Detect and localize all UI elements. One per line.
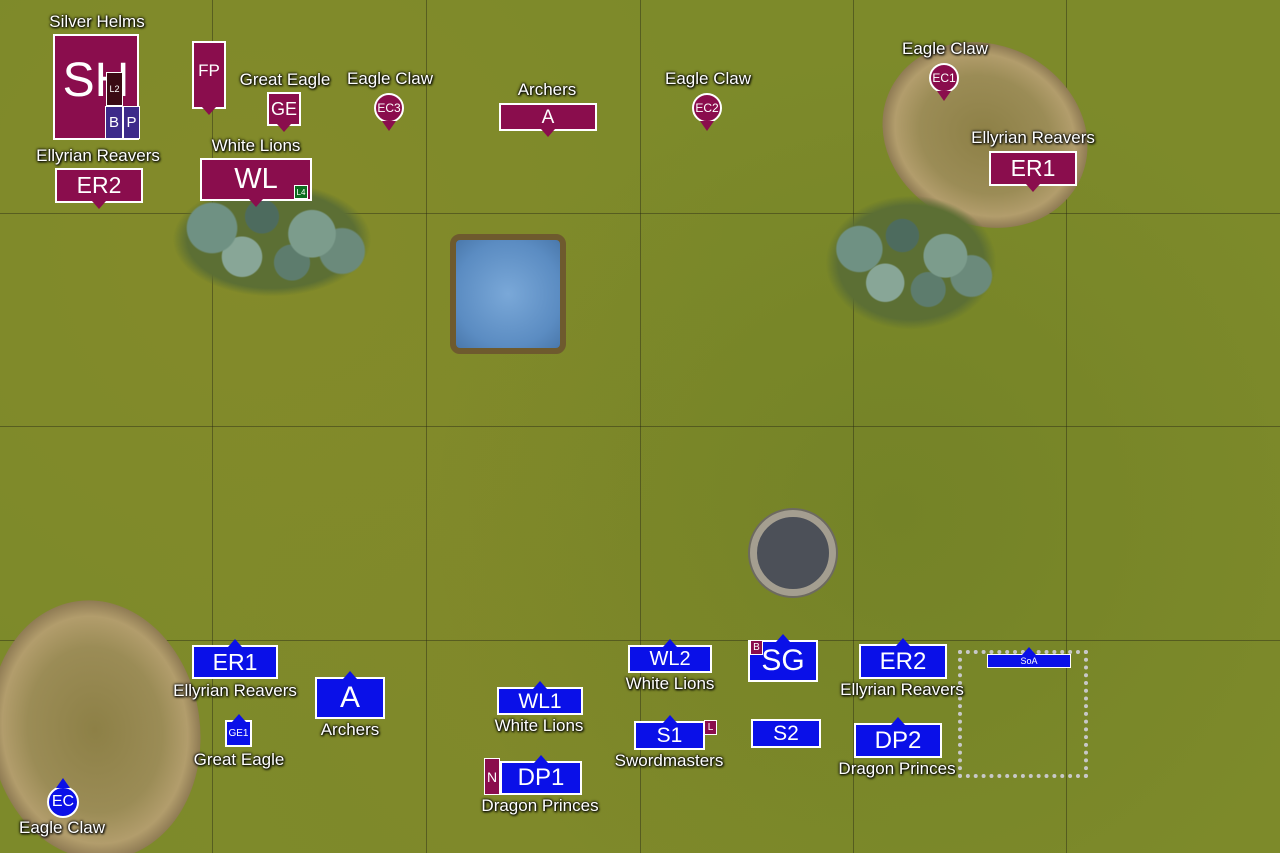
red-white-lions-code: WL (234, 163, 278, 195)
red-fp-code: FP (198, 60, 220, 80)
blue-archers-label: Archers (320, 720, 380, 739)
red-ellyrian-reavers-1-code: ER1 (1010, 155, 1056, 181)
chip-text: N (486, 768, 498, 785)
blue-eagle-claw-label: Eagle Claw (19, 818, 105, 837)
blue-dragon-princes-1-unit[interactable]: DP1 (500, 761, 582, 795)
chip-text: B (108, 114, 119, 131)
red-eagle-claw-2-marker[interactable]: EC2 (692, 93, 722, 123)
well-terrain (750, 510, 836, 596)
blue-ellyrian-reavers-2-code: ER2 (879, 647, 927, 675)
blue-ellyrian-reavers-1-label: Ellyrian Reavers (173, 681, 297, 700)
red-character-chip-l4[interactable]: L4 (294, 185, 308, 199)
blue-ellyrian-reavers-2-label: Ellyrian Reavers (840, 680, 964, 699)
blue-swordmasters-unit[interactable]: S1 (634, 721, 705, 750)
blue-archers-unit[interactable]: A (315, 677, 385, 719)
grid-line (0, 426, 1280, 427)
chip-text: P (126, 114, 137, 131)
blue-soa-code: SoA (1020, 655, 1038, 666)
blue-dragon-princes-1-label: Dragon Princes (481, 796, 599, 815)
blue-eagle-claw-code: EC (51, 793, 75, 810)
blue-ellyrian-reavers-1-code: ER1 (212, 648, 258, 675)
red-eagle-claw-3-code: EC3 (377, 101, 401, 115)
grid-line (853, 0, 854, 853)
ruined-walls-terrain (958, 650, 1088, 778)
hill-terrain-south (0, 586, 218, 853)
red-ellyrian-reavers-2-unit[interactable]: ER2 (55, 168, 143, 203)
red-eagle-claw-1-label: Eagle Claw (902, 39, 988, 58)
blue-great-eagle-code: GE1 (228, 727, 249, 739)
red-character-chip-b[interactable]: B (105, 106, 123, 139)
red-ellyrian-reavers-1-unit[interactable]: ER1 (989, 151, 1077, 186)
red-character-chip-l2[interactable]: L2 (106, 72, 123, 106)
red-archers-label: Archers (517, 80, 577, 99)
blue-s2-code: S2 (773, 722, 799, 745)
red-eagle-claw-1-marker[interactable]: EC1 (929, 63, 959, 93)
blue-white-lions-1-unit[interactable]: WL1 (497, 687, 583, 715)
red-eagle-claw-2-label: Eagle Claw (665, 69, 751, 88)
red-great-eagle-label: Great Eagle (239, 70, 331, 89)
red-great-eagle-unit[interactable]: GE (267, 92, 301, 126)
pond-terrain (450, 234, 566, 354)
red-ellyrian-reavers-2-label: Ellyrian Reavers (36, 146, 160, 165)
grid-line (0, 640, 1280, 641)
blue-archers-code: A (339, 681, 360, 714)
red-eagle-claw-2-code: EC2 (695, 101, 719, 115)
red-eagle-claw-3-marker[interactable]: EC3 (374, 93, 404, 123)
woods-terrain-west (172, 182, 372, 297)
grid-line (640, 0, 641, 853)
blue-swordmasters-label: Swordmasters (614, 751, 724, 770)
blue-sg-unit[interactable]: SG (748, 640, 818, 682)
red-eagle-claw-1-code: EC1 (932, 71, 956, 85)
red-white-lions-label: White Lions (211, 136, 301, 155)
red-archers-code: A (541, 106, 555, 128)
blue-character-chip-b[interactable]: B (750, 640, 763, 655)
blue-ellyrian-reavers-2-unit[interactable]: ER2 (859, 644, 947, 679)
blue-eagle-claw-marker[interactable]: EC (47, 786, 79, 818)
grid-line (212, 0, 213, 853)
blue-s2-unit[interactable]: S2 (751, 719, 821, 748)
blue-swordmasters-code: S1 (656, 724, 683, 747)
blue-great-eagle-unit[interactable]: GE1 (225, 720, 252, 747)
red-great-eagle-code: GE (270, 99, 297, 119)
blue-character-chip-n[interactable]: N (484, 758, 500, 795)
blue-white-lions-1-code: WL1 (518, 689, 562, 713)
blue-great-eagle-label: Great Eagle (193, 750, 285, 769)
red-ellyrian-reavers-2-code: ER2 (76, 172, 122, 198)
red-eagle-claw-3-label: Eagle Claw (347, 69, 433, 88)
blue-character-chip-l[interactable]: L (704, 720, 717, 735)
blue-white-lions-2-unit[interactable]: WL2 (628, 645, 712, 673)
blue-white-lions-2-code: WL2 (649, 648, 691, 670)
blue-ellyrian-reavers-1-unit[interactable]: ER1 (192, 645, 278, 679)
chip-text: L2 (109, 84, 120, 94)
blue-dragon-princes-2-unit[interactable]: DP2 (854, 723, 942, 758)
red-character-chip-p[interactable]: P (123, 106, 140, 139)
chip-text: L4 (296, 187, 306, 197)
woods-terrain-east (825, 195, 997, 330)
red-ellyrian-reavers-1-label: Ellyrian Reavers (971, 128, 1095, 147)
blue-dragon-princes-2-label: Dragon Princes (838, 759, 956, 778)
blue-dragon-princes-2-code: DP2 (874, 726, 922, 754)
blue-sg-code: SG (761, 644, 805, 677)
blue-white-lions-1-label: White Lions (494, 716, 584, 735)
blue-dragon-princes-1-code: DP1 (517, 764, 565, 791)
grid-line (1066, 0, 1067, 853)
grid-line (0, 213, 1280, 214)
red-fp-unit[interactable]: FP (192, 41, 226, 109)
red-archers-unit[interactable]: A (499, 103, 597, 131)
red-white-lions-unit[interactable]: WL (200, 158, 312, 201)
chip-text: B (753, 642, 760, 653)
blue-white-lions-2-label: White Lions (625, 674, 715, 693)
chip-text: L (707, 722, 714, 733)
grid-line (426, 0, 427, 853)
blue-soa-unit[interactable]: SoA (987, 654, 1071, 668)
red-silver-helms-label: Silver Helms (49, 12, 145, 31)
